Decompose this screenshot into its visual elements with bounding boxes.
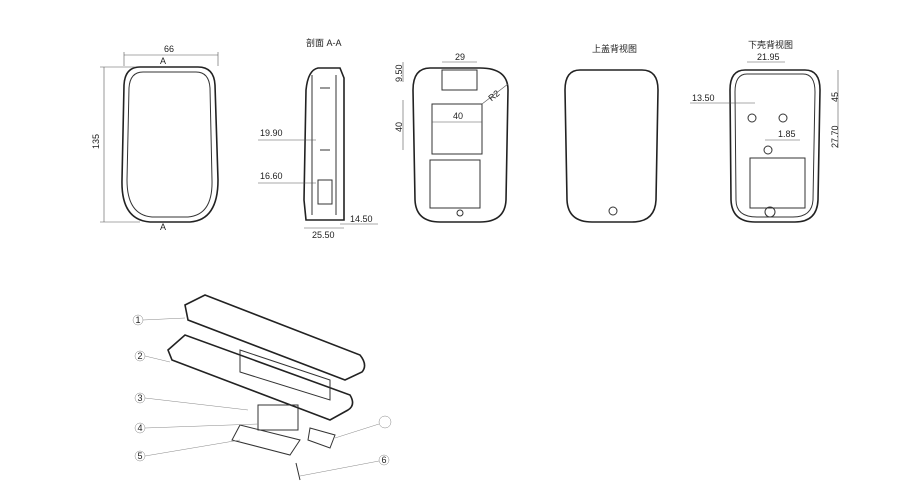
- callout-5: 5: [138, 451, 143, 461]
- callout-6: 6: [382, 455, 387, 465]
- bottom-shell-back-title: 下壳背视图: [748, 39, 793, 50]
- dim-14-50: 14.50: [350, 214, 373, 224]
- dim-13-50: 13.50: [692, 93, 715, 103]
- dim-9-50: 9.50: [394, 64, 404, 82]
- callout-3: 3: [138, 393, 143, 403]
- dim-width: 66: [164, 44, 174, 54]
- exploded-view: 1 2 3 4 5 6: [132, 294, 392, 481]
- dim-45: 45: [830, 92, 840, 102]
- front-view: 66 135 A A: [91, 44, 219, 232]
- dim-16-60: 16.60: [260, 171, 283, 181]
- dim-1-85: 1.85: [778, 129, 796, 139]
- dim-height: 135: [91, 134, 101, 149]
- dim-27-70: 27.70: [830, 125, 840, 148]
- dim-25-50: 25.50: [312, 230, 335, 240]
- top-cover-back-view: 上盖背视图: [564, 43, 659, 223]
- dim-29: 29: [455, 52, 465, 62]
- top-cover-inner-view: 29 40 40 9.50 R2: [394, 52, 509, 223]
- dim-21-95: 21.95: [757, 52, 780, 62]
- section-mark-top: A: [160, 56, 166, 66]
- dim-40-h: 40: [394, 122, 404, 132]
- top-cover-back-title: 上盖背视图: [592, 43, 637, 54]
- callout-2: 2: [138, 351, 143, 361]
- section-view: 剖面 A-A 19.90 16.60 14.50 25.50: [258, 37, 378, 240]
- dim-19-90: 19.90: [260, 128, 283, 138]
- section-mark-bottom: A: [160, 222, 166, 232]
- dim-40-w: 40: [453, 111, 463, 121]
- callout-4: 4: [138, 423, 143, 433]
- section-title: 剖面 A-A: [306, 37, 342, 48]
- callout-1: 1: [136, 315, 141, 325]
- bottom-shell-back-view: 下壳背视图 21.95 13.50 45 27.70 1.85: [690, 39, 840, 223]
